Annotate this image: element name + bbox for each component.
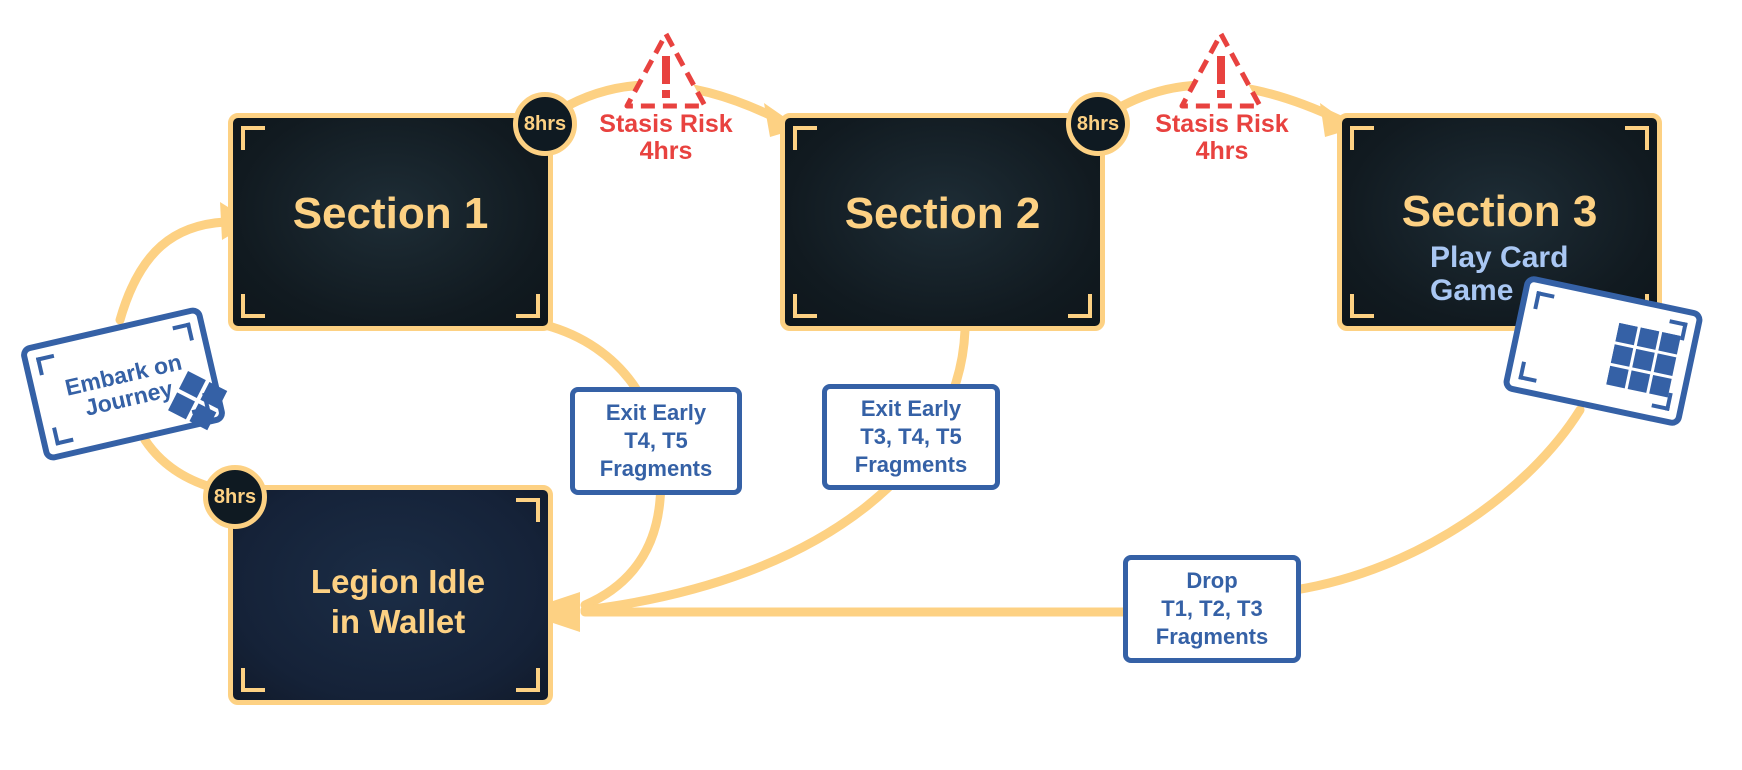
wallet-card: Legion Idle in Wallet — [228, 485, 553, 705]
warning-triangle-icon — [624, 31, 708, 109]
stasis-risk-1: Stasis Risk 4hrs — [596, 111, 736, 165]
wallet-duration-badge: 8hrs — [203, 465, 267, 529]
four-squares-icon — [168, 371, 228, 431]
connector-embark-to-section1 — [115, 217, 230, 325]
section-1-title: Section 1 — [292, 189, 489, 238]
exit-early-note-2: Exit Early T3, T4, T5 Fragments — [822, 384, 1000, 490]
exit-note-1-line3: Fragments — [599, 456, 713, 481]
stasis-risk-1-time: 4hrs — [639, 137, 693, 165]
section-1-card: Section 1 — [228, 113, 553, 331]
exit-note-1-line1: Exit Early — [605, 400, 707, 425]
exit-note-2-line1: Exit Early — [860, 396, 962, 421]
stasis-risk-2: Stasis Risk 4hrs — [1152, 111, 1292, 165]
card-game-ticket — [1501, 274, 1705, 428]
exit-note-2-line3: Fragments — [854, 452, 968, 477]
drop-note: Drop T1, T2, T3 Fragments — [1123, 555, 1301, 663]
drop-note-line2: T1, T2, T3 — [1161, 596, 1263, 621]
warning-triangle-icon — [1179, 31, 1263, 109]
drop-note-line3: Fragments — [1155, 624, 1269, 649]
section-2-duration-badge: 8hrs — [1066, 92, 1130, 156]
connector-section2-exit — [580, 325, 970, 615]
stasis-risk-1-label: Stasis Risk — [599, 110, 733, 138]
embark-ticket[interactable]: Embark on Journey — [19, 305, 228, 463]
exit-note-1-line2: T4, T5 — [624, 428, 688, 453]
section-1-duration-badge: 8hrs — [513, 92, 577, 156]
section-2-title: Section 2 — [844, 189, 1041, 238]
exit-early-note-1: Exit Early T4, T5 Fragments — [570, 387, 742, 495]
section-3-card: Section 3 Play Card Game — [1337, 113, 1662, 331]
stasis-risk-2-label: Stasis Risk — [1155, 110, 1289, 138]
drop-note-line1: Drop — [1186, 568, 1238, 593]
wallet-title: Legion Idle in Wallet — [310, 563, 486, 640]
section-3-title: Section 3 — [1401, 187, 1598, 236]
connector-card-game-exit — [1290, 405, 1585, 595]
stasis-risk-2-time: 4hrs — [1195, 137, 1249, 165]
exit-note-2-line2: T3, T4, T5 — [860, 424, 962, 449]
section-2-card: Section 2 — [780, 113, 1105, 331]
grid-3x3-icon — [1606, 322, 1681, 398]
section-3-subtitle: Play Card Game — [1430, 241, 1569, 307]
